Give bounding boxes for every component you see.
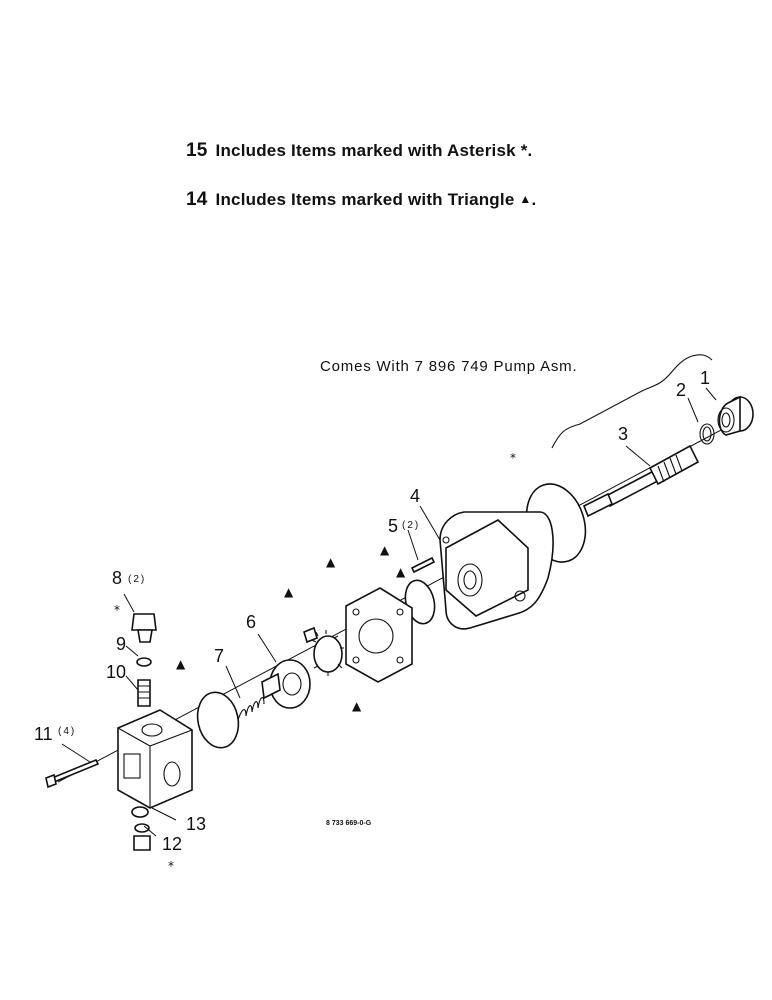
triangle-marker: ▲ <box>326 555 336 569</box>
asterisk-marker: * <box>114 603 120 617</box>
note-text: Includes Items marked with Triangle <box>215 190 515 209</box>
note-number: 14 <box>186 189 208 210</box>
callout-12: 12 <box>162 834 182 854</box>
triangle-marker: ▲ <box>352 699 362 713</box>
callout-8: 8 <box>112 568 122 588</box>
part-5-dowel-pins <box>410 556 436 574</box>
roller-key <box>303 626 318 644</box>
callout-11-qty: (4) <box>58 726 76 737</box>
part-9-o-ring <box>136 657 152 667</box>
callout-6: 6 <box>246 612 256 632</box>
callout-2: 2 <box>676 380 686 400</box>
asterisk-symbol: * <box>520 141 528 160</box>
part-8-plug <box>131 613 157 643</box>
triangle-marker: ▲ <box>284 585 294 599</box>
part-1-bearing <box>717 395 754 436</box>
note-text: Includes Items marked with Asterisk <box>215 141 516 160</box>
triangle-marker: ▲ <box>176 657 186 671</box>
callout-4: 4 <box>410 486 420 506</box>
callout-10: 10 <box>106 662 126 682</box>
part-6-valve-plate <box>261 659 311 709</box>
part-2-snap-ring <box>699 423 715 445</box>
callout-1: 1 <box>700 368 710 388</box>
asterisk-marker: * <box>168 859 174 873</box>
callout-5: 5 <box>388 516 398 536</box>
callout-13: 13 <box>186 814 206 834</box>
part-3-drive-shaft <box>582 444 700 518</box>
part-13-valve-body <box>117 709 193 809</box>
callout-9: 9 <box>116 634 126 654</box>
part-4-pump-housing <box>439 511 554 630</box>
note-number: 15 <box>186 140 208 161</box>
callout-3: 3 <box>618 424 628 444</box>
triangle-marker: ▲ <box>396 565 406 579</box>
triangle-symbol: ▲ <box>519 192 532 206</box>
part-12-drain-plug <box>131 806 151 851</box>
callout-5-qty: (2) <box>402 520 420 531</box>
part-7-spring <box>237 697 265 721</box>
callout-11: 11 <box>34 724 53 744</box>
assembly-brace <box>551 354 713 449</box>
pump-assembly-caption: Comes With 7 896 749 Pump Asm. <box>320 358 577 375</box>
asterisk-marker: * <box>510 451 516 465</box>
part-10-relief-valve <box>137 679 151 707</box>
gear-rotor <box>311 630 344 676</box>
part-11-bolt <box>45 758 100 789</box>
callout-8-qty: (2) <box>128 574 146 585</box>
callout-7: 7 <box>214 646 224 666</box>
spacer-plate-triangle <box>345 587 413 683</box>
triangle-marker: ▲ <box>380 543 390 557</box>
drawing-number: 8 733 669-0-G <box>326 820 372 827</box>
o-ring-large <box>196 691 240 749</box>
